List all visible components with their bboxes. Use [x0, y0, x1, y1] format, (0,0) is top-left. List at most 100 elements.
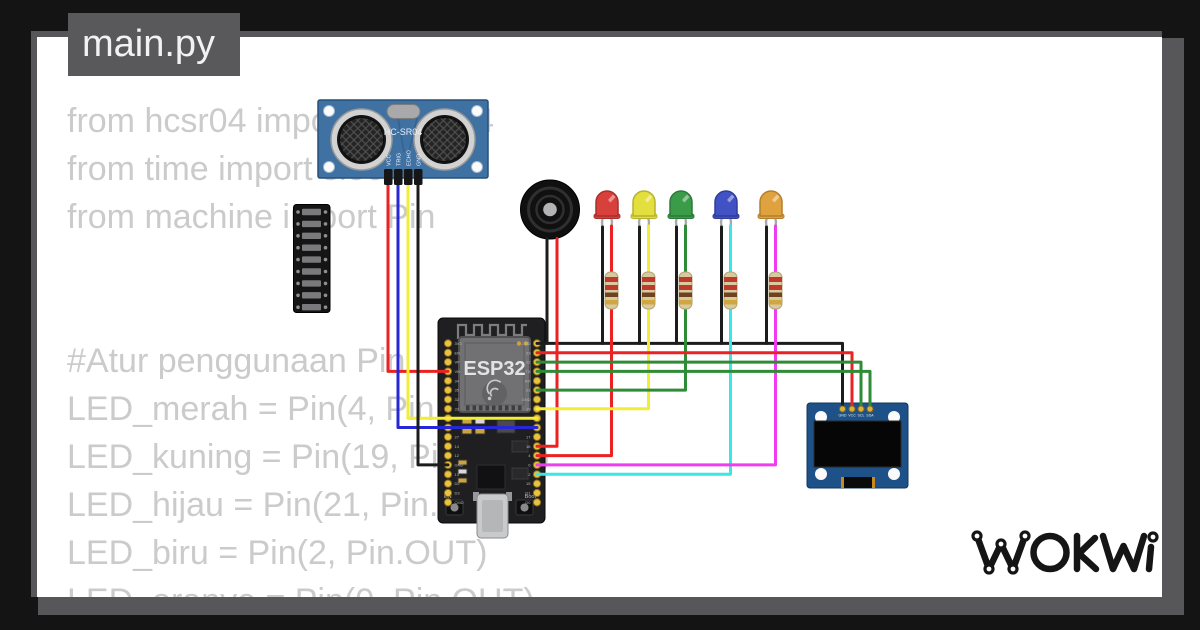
header-hole	[323, 281, 328, 286]
led-dome	[595, 190, 619, 217]
pin-label: 32	[455, 397, 460, 402]
esp32-pin-right[interactable]	[532, 395, 542, 404]
led-dome	[714, 190, 738, 217]
usb-connector	[473, 492, 512, 539]
mounting-hole	[888, 468, 900, 480]
oled-display[interactable]	[806, 402, 909, 489]
buzzer-ring-outer	[527, 186, 573, 233]
oled-connector	[841, 477, 875, 488]
resistor-component[interactable]	[641, 271, 656, 310]
header-hole	[323, 245, 328, 250]
led-oranye-component[interactable]	[757, 190, 785, 228]
wire-hcsr04-echo[interactable]	[406, 182, 539, 420]
resistor-band	[679, 292, 692, 297]
hcsr04-sensor[interactable]: HC-SR04	[317, 99, 489, 179]
smd-components	[457, 417, 529, 490]
wire-hcsr04-vcc[interactable]	[386, 182, 450, 373]
resistor-band	[769, 300, 782, 305]
file-tab[interactable]: main.py	[68, 13, 240, 76]
esp32-board[interactable]: ESP32	[437, 317, 546, 539]
wire-hcsr04-trig[interactable]	[396, 182, 539, 429]
esp32-pin-left[interactable]	[443, 386, 453, 395]
esp32-pin-left[interactable]	[443, 339, 453, 348]
pin-header-component[interactable]	[293, 204, 331, 313]
pin-label: GND	[455, 462, 464, 467]
oled-pin-label: GND	[839, 414, 847, 418]
pin-label: VN	[455, 369, 461, 374]
led-highlight	[645, 194, 653, 203]
esp32-pin-left[interactable]	[443, 479, 453, 488]
pin-label: 34	[455, 378, 460, 383]
esp32-pin-left[interactable]	[443, 488, 453, 498]
module-pad	[511, 405, 515, 411]
esp32-pin-right[interactable]	[532, 479, 542, 488]
esp32-pin-left[interactable]	[443, 395, 453, 404]
esp32-pin-left[interactable]	[443, 432, 453, 441]
oled-pin-gnd[interactable]	[839, 405, 846, 413]
wire-buzzer-sig[interactable]	[535, 237, 559, 448]
pin-label: EN	[455, 350, 461, 355]
wire-hcsr04-gnd[interactable]	[416, 182, 450, 467]
header-hole	[296, 257, 300, 262]
led-kuning-component[interactable]	[630, 190, 658, 228]
header-slot	[302, 304, 321, 311]
esp32-pin-left[interactable]	[443, 348, 453, 357]
esp32-pin-left[interactable]	[443, 451, 453, 460]
led-merah-component[interactable]	[593, 190, 621, 228]
resistor-band	[679, 300, 692, 305]
oled-pin-label: SCL	[858, 414, 865, 418]
mounting-hole	[888, 411, 900, 423]
led-biru-component[interactable]	[712, 190, 740, 228]
page-border-top	[31, 31, 1162, 37]
module-pad	[492, 405, 496, 411]
pin-label: 13	[455, 472, 460, 477]
wire-led-biru-sig[interactable]	[535, 224, 732, 476]
pin-label: VP	[455, 360, 461, 365]
resistor-component[interactable]	[723, 271, 738, 310]
esp32-pin-left[interactable]	[443, 376, 453, 385]
pin-label: D0	[525, 500, 531, 505]
resistor-component[interactable]	[678, 271, 693, 310]
esp32-pin-left[interactable]	[443, 404, 453, 413]
esp32-pin-right[interactable]	[532, 498, 542, 507]
esp32-pin-left[interactable]	[443, 470, 453, 479]
resistor-component[interactable]	[768, 271, 783, 310]
resistor-band	[642, 292, 655, 297]
wire-oled-vcc[interactable]	[535, 351, 854, 408]
buzzer-component[interactable]	[520, 179, 580, 240]
boot-button[interactable]	[515, 499, 534, 516]
pin-label: 27	[455, 434, 460, 439]
wire-oled-sda[interactable]	[535, 369, 872, 408]
resistor-band	[679, 285, 692, 290]
wire-oled-scl[interactable]	[535, 360, 863, 408]
hcsr04-pin-echo[interactable]	[404, 169, 413, 185]
mounting-hole	[471, 161, 483, 173]
header-hole	[323, 210, 328, 214]
connector-contact	[872, 477, 875, 488]
hcsr04-pin-gnd[interactable]	[414, 169, 423, 185]
esp32-pin-left[interactable]	[443, 358, 453, 367]
wire-led-kuning-sig[interactable]	[535, 224, 650, 411]
resistor-component[interactable]	[604, 271, 619, 310]
esp32-pin-left[interactable]	[443, 442, 453, 451]
esp32-pin-right[interactable]	[532, 488, 542, 498]
header-hole	[296, 245, 300, 250]
oled-pin-sda[interactable]	[866, 405, 874, 413]
esp32-pin-left[interactable]	[443, 498, 453, 507]
esp32-pin-right[interactable]	[532, 376, 542, 385]
oled-pin-vcc[interactable]	[848, 405, 856, 413]
led-hijau-component[interactable]	[667, 190, 695, 228]
header-slot	[302, 220, 321, 228]
pin-label: 2	[528, 472, 531, 477]
oled-pin-scl[interactable]	[857, 405, 865, 413]
resistor-band	[642, 285, 655, 290]
main-chip	[476, 464, 506, 490]
resistor-band	[605, 285, 618, 290]
hcsr04-pin-vcc[interactable]	[384, 169, 393, 185]
wire-led-oranye-sig[interactable]	[535, 224, 777, 467]
mounting-hole	[815, 468, 827, 480]
hcsr04-pin-trig[interactable]	[394, 169, 403, 185]
resistor-band	[724, 277, 737, 282]
esp32-pin-right[interactable]	[532, 432, 542, 441]
